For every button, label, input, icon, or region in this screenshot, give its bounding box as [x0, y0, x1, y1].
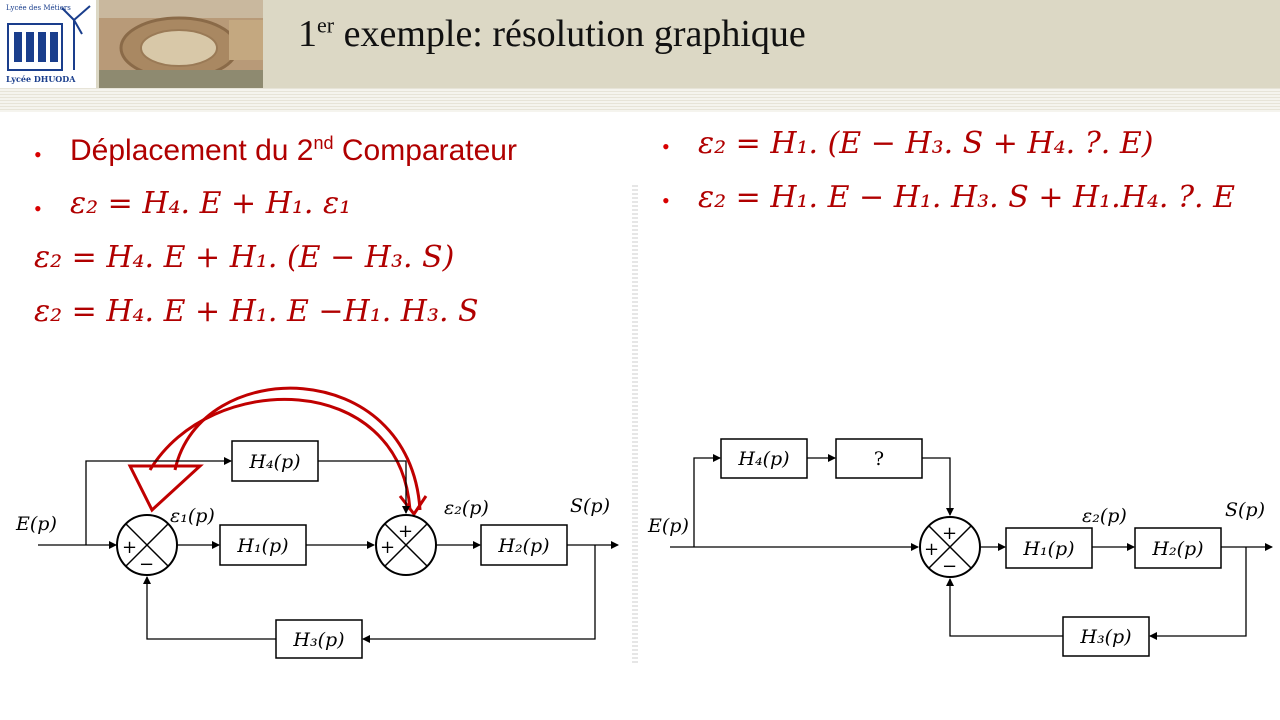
block-h3-label: H₃(p) — [1079, 626, 1131, 648]
right-eq-2: ε₂ = H₁. E − H₁. H₃. S + H₁.H₄. ?. E — [698, 180, 1236, 215]
block-h1 — [1005, 527, 1093, 569]
left-eq-1: ε₂ = H₄. E + H₁. ε₁ — [70, 186, 352, 221]
svg-text:−: − — [942, 556, 957, 577]
column-separator — [632, 185, 638, 665]
block-h1-label: H₁(p) — [236, 535, 288, 557]
eps1-label: ε₁(p) — [170, 505, 215, 527]
block-h1-label: H₁(p) — [1022, 538, 1074, 560]
bullet-dot: • — [662, 134, 670, 159]
block-h2 — [1134, 527, 1222, 569]
page-title: 1er exemple: résolution graphique — [298, 12, 806, 55]
block-h3 — [1062, 616, 1150, 657]
block-h1 — [219, 524, 307, 566]
block-unknown-label: ? — [874, 448, 884, 470]
logo-line2: Lycée DHUODA — [6, 74, 76, 84]
right-block-diagram: E(p) H₄(p) ? + + − H₁(p) ε₂(p) H₂(p) S(p… — [647, 438, 1273, 657]
block-h2-label: H₂(p) — [497, 535, 549, 557]
bullet-dot: • — [34, 196, 42, 221]
left-block-diagram: E(p) + − ε₁(p) H₁(p) H₄(p) + + ε₂(p) H₂(… — [15, 386, 619, 659]
block-h3-label: H₃(p) — [292, 629, 344, 651]
summing-junction: + + − — [919, 516, 981, 578]
svg-text:+: + — [942, 523, 957, 544]
logo-building-icon — [7, 23, 63, 71]
logo-line1: Lycée des Métiers — [6, 4, 71, 12]
arena-photo — [99, 0, 263, 88]
output-label: S(p) — [570, 495, 610, 517]
logo-graphic: Lycée des Métiers Lycée DHUODA — [6, 4, 91, 84]
summing-junction-2: + + — [375, 514, 437, 576]
left-eq-3: ε₂ = H₄. E + H₁. E −H₁. H₃. S — [34, 294, 479, 329]
school-logo: Lycée des Métiers Lycée DHUODA — [0, 0, 96, 88]
block-h4-label: H₄(p) — [248, 451, 300, 473]
svg-text:−: − — [139, 554, 154, 575]
header-divider — [0, 88, 1280, 112]
block-h2-label: H₂(p) — [1151, 538, 1203, 560]
svg-text:+: + — [924, 539, 939, 560]
eps2-label: ε₂(p) — [1082, 505, 1127, 527]
left-eq-2: ε₂ = H₄. E + H₁. (E − H₃. S) — [34, 240, 455, 275]
input-label: E(p) — [647, 515, 689, 537]
left-bullet-1: Déplacement du 2nd Comparateur — [70, 133, 517, 167]
output-label: S(p) — [1225, 499, 1265, 521]
block-h4-label: H₄(p) — [737, 448, 789, 470]
input-label: E(p) — [15, 513, 57, 535]
svg-text:+: + — [380, 537, 395, 558]
bullet-dot: • — [34, 142, 42, 167]
block-unknown — [835, 438, 923, 479]
svg-text:+: + — [122, 537, 137, 558]
block-h3 — [275, 619, 363, 659]
svg-text:+: + — [398, 521, 413, 542]
eps2-label: ε₂(p) — [444, 497, 489, 519]
bullet-dot: • — [662, 188, 670, 213]
right-eq-1: ε₂ = H₁. (E − H₃. S + H₄. ?. E) — [698, 126, 1154, 161]
summing-junction-1: + − — [116, 514, 178, 576]
